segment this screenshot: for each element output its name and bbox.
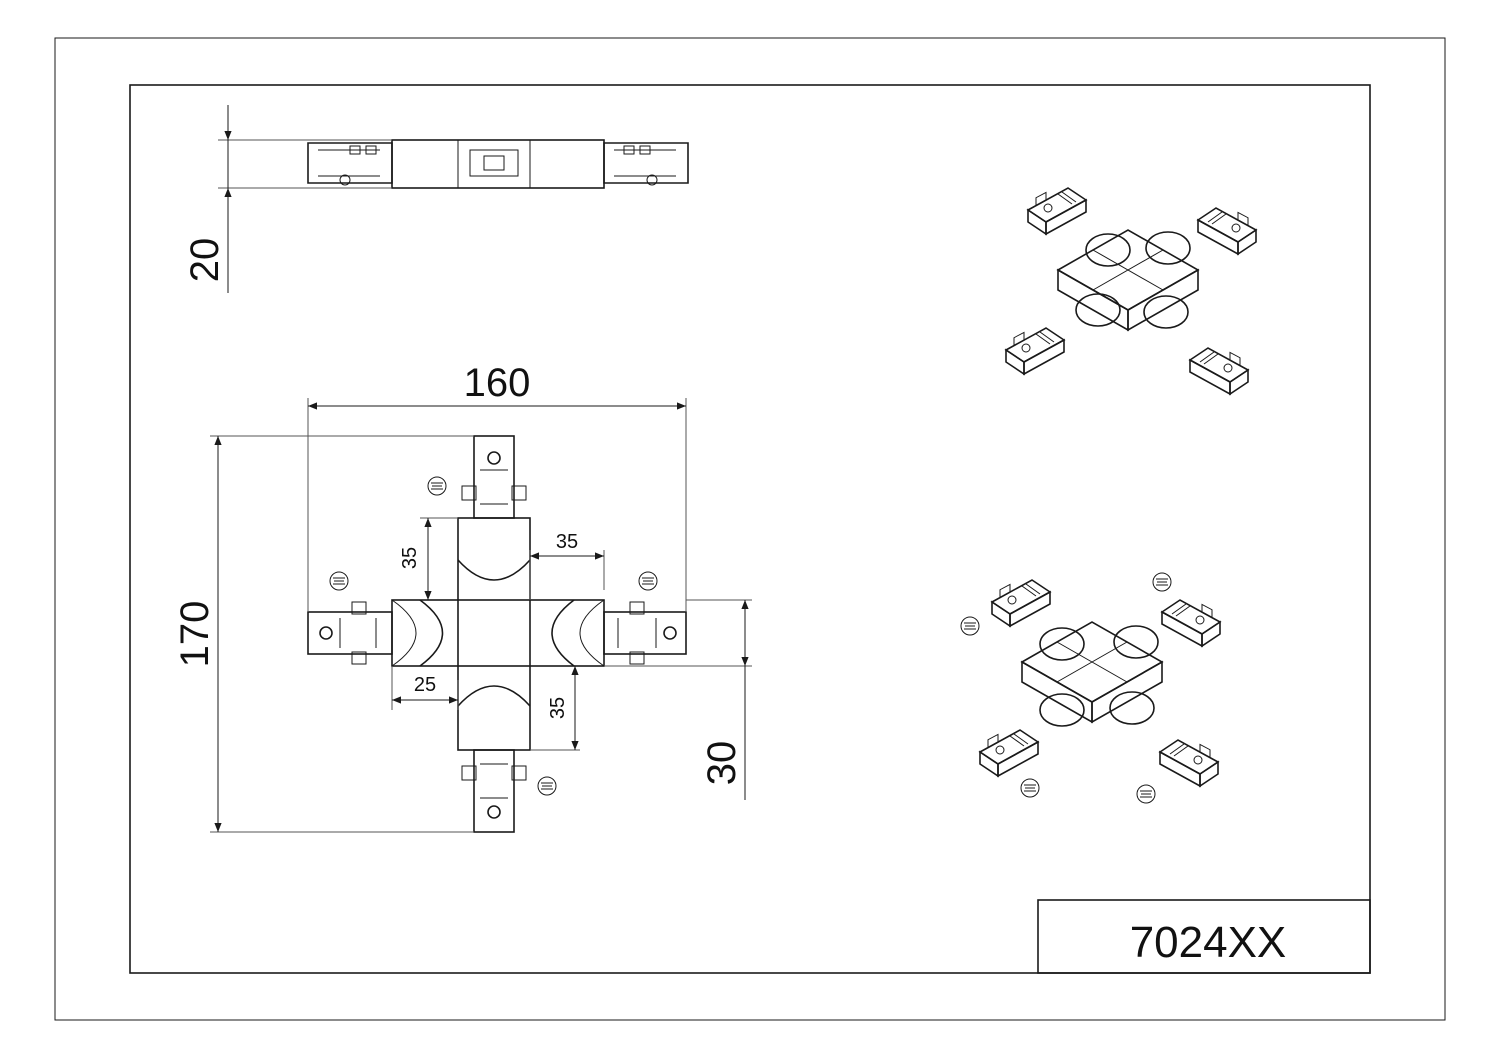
dim-height-side: 20	[183, 105, 392, 293]
dim-width: 160	[307, 361, 687, 612]
dim-label-35-right: 35	[556, 531, 578, 553]
dim-arm-right: 35	[529, 531, 605, 600]
part-code: 7024XX	[1130, 918, 1287, 967]
outer-frame	[54, 37, 1446, 1021]
dim-label-160: 160	[464, 361, 531, 405]
isometric-view-1	[1005, 187, 1257, 395]
top-view-cross	[307, 435, 687, 833]
dim-label-35-top: 35	[399, 547, 421, 569]
dim-offset-left: 25	[391, 666, 459, 710]
dim-label-20: 20	[183, 238, 227, 283]
dim-arm-top: 35	[399, 517, 458, 600]
side-view	[307, 139, 689, 189]
dim-label-25: 25	[414, 674, 436, 696]
inner-frame	[129, 84, 1371, 974]
dim-label-35-bottom: 35	[547, 697, 569, 719]
dim-arm-bottom: 35	[530, 666, 580, 751]
dim-height: 170	[173, 435, 474, 833]
isometric-view-2	[960, 572, 1221, 804]
title-block	[1037, 899, 1371, 974]
dim-rail-width: 30	[604, 599, 752, 800]
dim-label-170: 170	[173, 601, 217, 668]
dim-label-30: 30	[700, 741, 744, 786]
